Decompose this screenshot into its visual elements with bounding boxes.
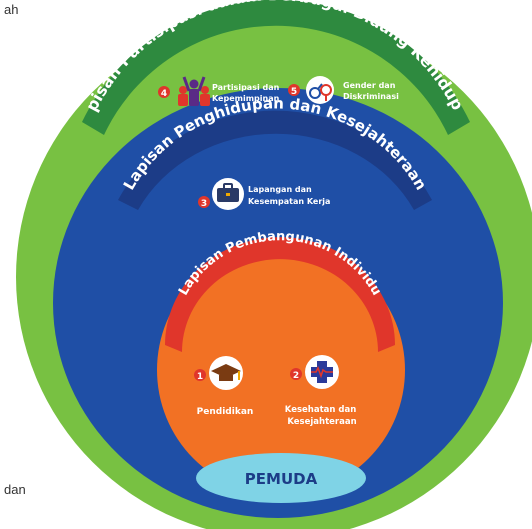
briefcase-icon — [212, 178, 244, 210]
item-gender: 5 Gender dan Diskriminasi — [288, 76, 399, 104]
item-3-number: 3 — [201, 199, 207, 209]
item-5-badge — [288, 84, 300, 96]
item-5-number: 5 — [291, 87, 297, 97]
inner-layer-circle — [157, 245, 405, 495]
cropped-text-top: ah — [4, 2, 19, 17]
middle-layer-band — [118, 110, 432, 210]
item-2-label: Kesehatan dan Kesejahteraan — [285, 405, 359, 427]
item-1-badge — [194, 369, 206, 381]
item-3-badge — [198, 196, 210, 208]
item-work: 3 Lapangan dan Kesempatan Kerja — [198, 178, 330, 210]
item-4-label: Partisipasi dan Kepemimpinan — [212, 83, 282, 103]
outer-layer-band — [82, 0, 470, 135]
item-3-label: Lapangan dan Kesempatan Kerja — [248, 185, 330, 206]
core-pemuda-ellipse — [196, 453, 366, 503]
item-4-badge — [158, 86, 170, 98]
item-2-badge — [290, 368, 302, 380]
people-raised-hands-icon — [178, 76, 210, 106]
gender-symbols-icon — [306, 76, 334, 104]
core-pemuda-label: PEMUDA — [245, 470, 318, 488]
item-1-label: Pendidikan — [197, 407, 254, 417]
cropped-text-bottom: dan — [4, 482, 26, 497]
item-participation: 4 Partisipasi dan Kepemimpinan — [158, 76, 282, 106]
item-health: 2 Kesehatan dan Kesejahteraan — [285, 355, 359, 427]
item-2-number: 2 — [293, 371, 299, 381]
item-education: 1 Pendidikan — [194, 356, 253, 417]
graduation-cap-icon — [209, 356, 243, 390]
item-1-number: 1 — [197, 372, 203, 382]
health-cross-icon — [305, 355, 339, 389]
inner-layer-band — [165, 237, 395, 352]
item-4-number: 4 — [161, 89, 167, 99]
item-5-label: Gender dan Diskriminasi — [343, 81, 399, 101]
